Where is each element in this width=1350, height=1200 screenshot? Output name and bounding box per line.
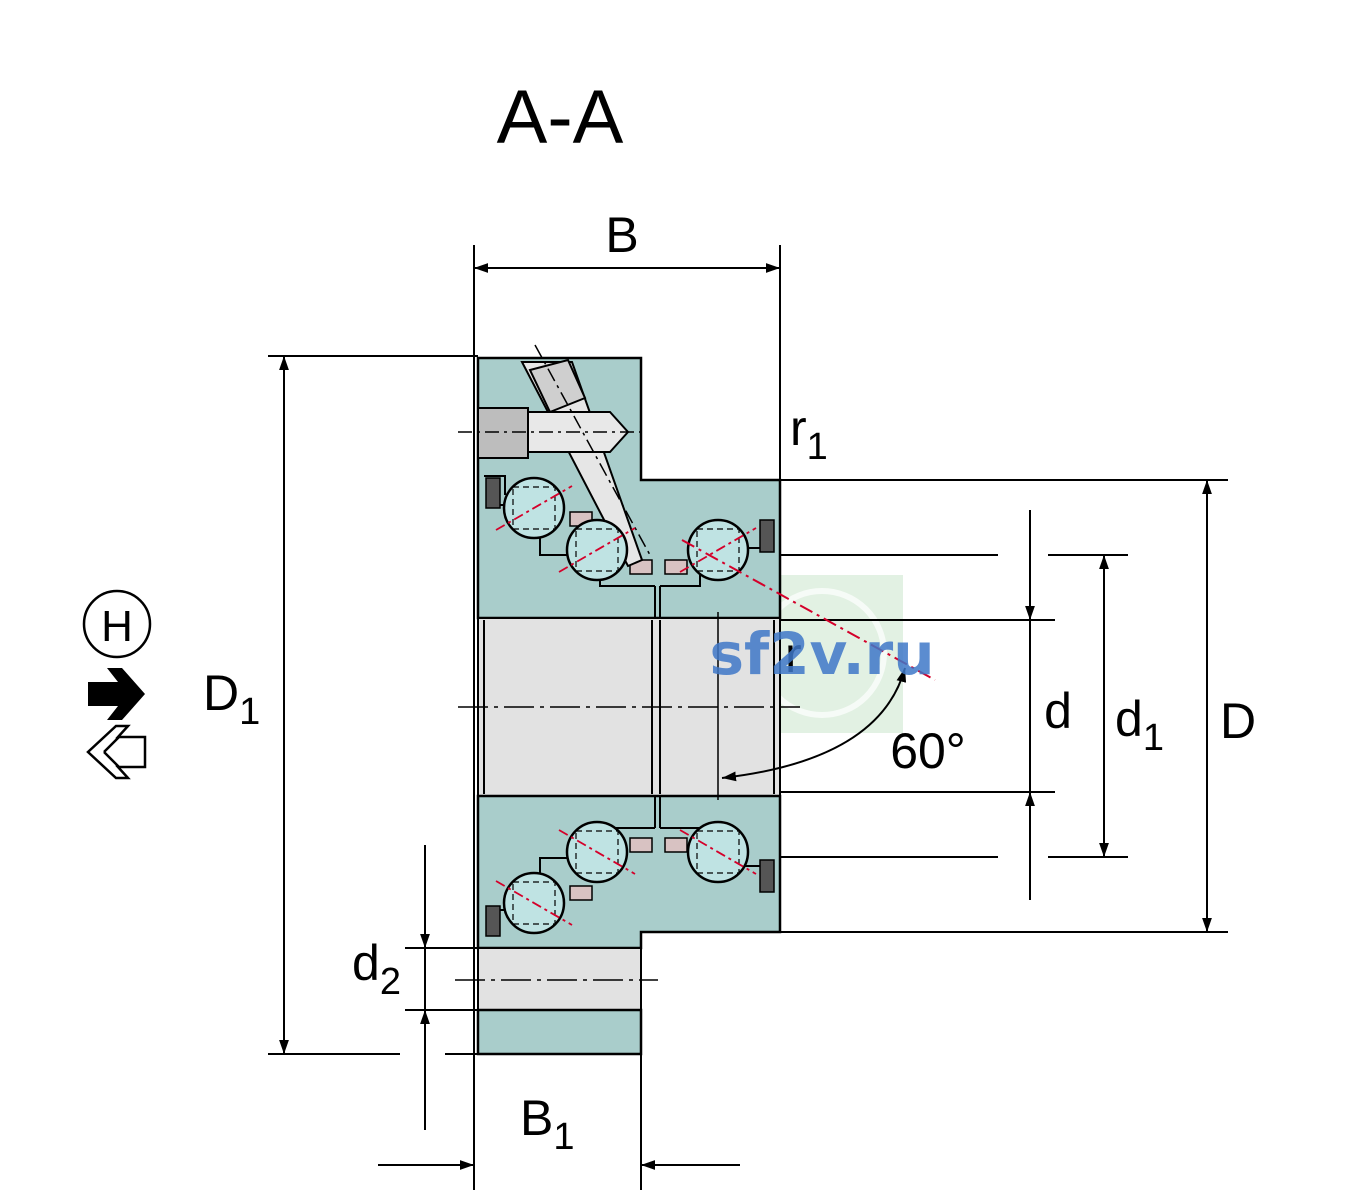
arrow-left-outline-icon [86, 724, 147, 780]
label-B1: B1 [520, 1090, 575, 1158]
legend: H [82, 589, 152, 780]
label-d: d [1044, 683, 1072, 739]
label-D: D [1220, 693, 1256, 749]
label-d1: d1 [1115, 691, 1164, 759]
label-angle: 60° [890, 723, 966, 779]
seals [485, 477, 775, 937]
ball-icon [495, 871, 573, 935]
ball-set [495, 476, 757, 935]
circle-h-icon: H [82, 589, 152, 659]
bolt-hole-band [477, 947, 642, 1011]
label-d2: d2 [352, 935, 401, 1003]
label-r: r [785, 627, 802, 683]
ball-icon [558, 518, 636, 582]
dimension-lines [279, 263, 1212, 1170]
label-r1: r1 [790, 400, 828, 468]
watermark-text: sf2v.ru [709, 620, 934, 688]
ball-icon [495, 476, 573, 540]
label-B: B [605, 207, 638, 263]
contact-angle-line [681, 539, 936, 681]
ball-icon [679, 518, 757, 582]
labels: A-A B B1 r1 r D1 D d d1 d2 60° sf2v.ru [203, 75, 1256, 1158]
set-screw-icon [477, 407, 529, 459]
flange-rim [476, 1008, 643, 1056]
extension-lines [268, 245, 1228, 1190]
ball-icon [558, 820, 636, 884]
arrow-right-solid-icon [88, 668, 145, 720]
svg-text:H: H [101, 602, 133, 651]
ball-icon [679, 820, 757, 884]
label-D1: D1 [203, 665, 260, 733]
lubrication-channel [458, 344, 651, 568]
section-title: A-A [497, 75, 624, 160]
angle-arc [721, 667, 907, 782]
